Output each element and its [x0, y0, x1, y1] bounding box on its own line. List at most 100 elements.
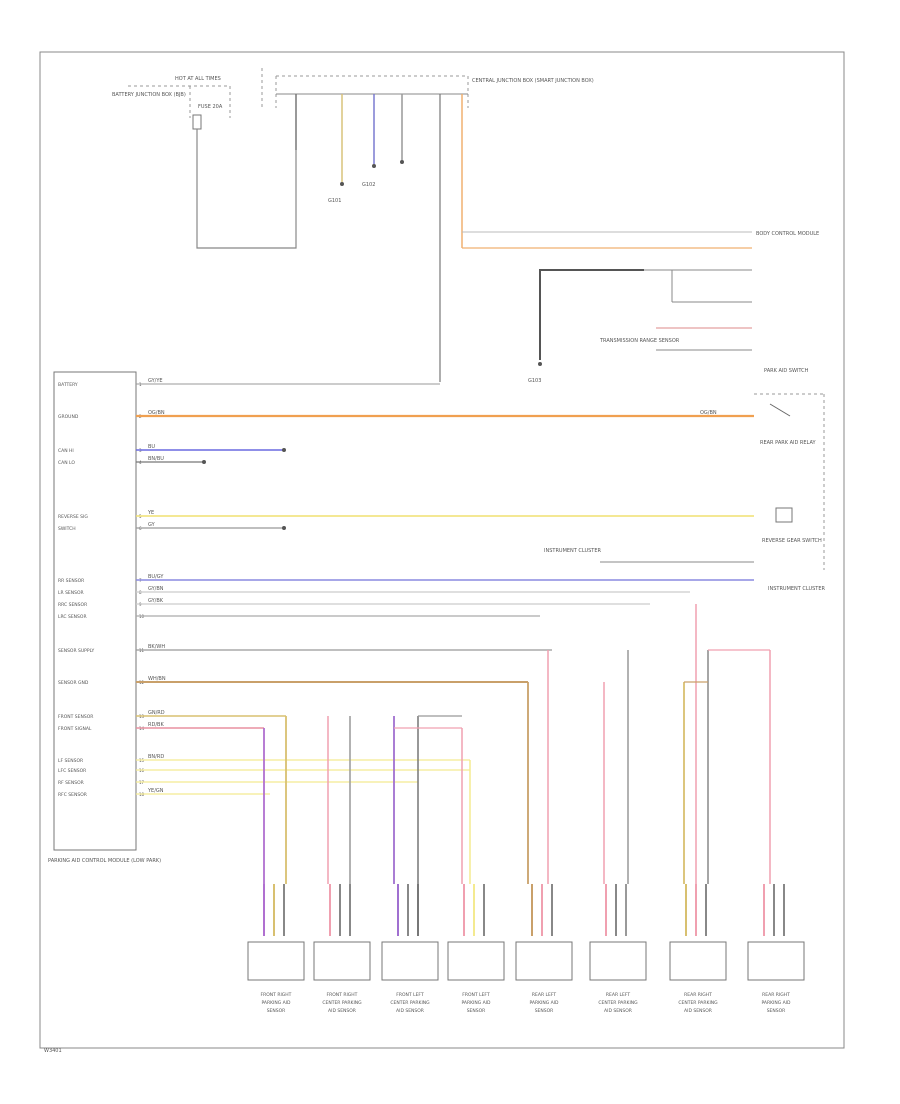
sensor-label: SENSOR — [267, 1008, 286, 1014]
central-junction-box: CENTRAL JUNCTION BOX (SMART JUNCTION BOX… — [261, 68, 594, 108]
ground-center: G102 — [362, 182, 375, 188]
sensor-label: REAR LEFT — [606, 992, 630, 998]
ecu-pin-label: CAN HI — [58, 448, 74, 454]
bottom-code: W3401 — [44, 1048, 62, 1054]
ecu-pin-list: BATTERY1GROUND2CAN HI3CAN LO4REVERSE SIG… — [58, 382, 145, 798]
wire-label-8: GY/BN — [148, 586, 164, 592]
sensor-label: CENTER PARKING — [322, 1000, 362, 1006]
sensor-label: FRONT LEFT — [462, 992, 490, 998]
top-wires: G101 G102 — [295, 94, 463, 382]
parking-sensor: FRONT LEFT CENTER PARKING AID SENSOR — [381, 884, 439, 1014]
wire-label-15: YE/GN — [147, 788, 164, 794]
right-module: BODY CONTROL MODULE TRANSMISSION RANGE S… — [528, 231, 819, 384]
sensor-label: AID SENSOR — [684, 1008, 712, 1014]
sensor-box — [247, 941, 305, 981]
fuse-box-title: HOT AT ALL TIMES — [175, 76, 221, 82]
wire-label-2: OG/BN — [148, 410, 165, 416]
transmission-label: TRANSMISSION RANGE SENSOR — [599, 338, 680, 344]
sensor-label: AID SENSOR — [328, 1008, 356, 1014]
sensor-feed-wires — [263, 604, 771, 884]
ecu-pin-label: BATTERY — [58, 382, 78, 388]
wire-label-10: GN/RD — [148, 710, 165, 716]
ecu-pin-label: FRONT SENSOR — [58, 714, 93, 720]
parking-aid-module — [53, 371, 137, 851]
wire-label-13: WH/BN — [148, 676, 166, 682]
ecu-pin-label: LFC SENSOR — [58, 768, 86, 774]
sensor-label: PARKING AID — [529, 1000, 559, 1006]
sensor-box — [447, 941, 505, 981]
ground-mid: G103 — [528, 378, 541, 384]
ground-left: G101 — [328, 198, 341, 204]
central-junction-title: CENTRAL JUNCTION BOX (SMART JUNCTION BOX… — [472, 78, 594, 84]
sensor-label: REAR LEFT — [532, 992, 556, 998]
parking-sensor: REAR LEFT CENTER PARKING AID SENSOR — [589, 884, 647, 1014]
sensor-label: AID SENSOR — [604, 1008, 632, 1014]
ecu-pin-label: LRC SENSOR — [58, 614, 87, 620]
ecu-pin-label: RR SENSOR — [58, 578, 84, 584]
ecu-pin-label: SENSOR SUPPLY — [58, 648, 95, 654]
parking-sensor: FRONT LEFT PARKING AID SENSOR — [447, 884, 505, 1014]
fuse-label: FUSE 20A — [198, 104, 223, 110]
sensor-label: SENSOR — [767, 1008, 786, 1014]
ecu-pin-label: RFC SENSOR — [58, 792, 87, 798]
wire-label-14: BN/RD — [148, 754, 164, 760]
parking-sensor: FRONT RIGHT PARKING AID SENSOR — [247, 884, 305, 1014]
ecu-pin-label: RRC SENSOR — [58, 602, 87, 608]
sensor-box — [747, 941, 805, 981]
sensor-label: FRONT LEFT — [396, 992, 424, 998]
ecu-pin-label: CAN LO — [58, 460, 75, 466]
sensor-label: CENTER PARKING — [390, 1000, 430, 1006]
cluster-label: INSTRUMENT CLUSTER — [544, 548, 602, 554]
sensor-label: PARKING AID — [761, 1000, 791, 1006]
battery-label: BATTERY JUNCTION BOX (BJB) — [112, 92, 186, 98]
sensor-label: REAR RIGHT — [762, 992, 790, 998]
wire-label-11: BK/WH — [148, 644, 165, 650]
right-module-title: BODY CONTROL MODULE — [756, 231, 819, 237]
sensor-label: AID SENSOR — [396, 1008, 424, 1014]
sensor-label: REAR RIGHT — [684, 992, 712, 998]
wire-label-2b: OG/BN — [700, 410, 717, 416]
sensor-box — [589, 941, 647, 981]
wire-labels: GY/YE OG/BN OG/BN BU BN/BU YE GY BU/GY G… — [147, 378, 717, 794]
ecu-pin-label: FRONT SIGNAL — [58, 726, 92, 732]
wire-label-9: GY/BK — [148, 598, 164, 604]
sensor-label: SENSOR — [535, 1008, 554, 1014]
sensor-label: SENSOR — [467, 1008, 486, 1014]
ecu-pin-label: SENSOR GND — [58, 680, 89, 686]
gear-switch-title: REVERSE GEAR SWITCH — [762, 538, 822, 544]
ecu-pin-label: SWITCH — [58, 526, 76, 532]
wire-label-1: GY/YE — [148, 378, 163, 384]
sensor-box — [381, 941, 439, 981]
ecu-pin-label: LF SENSOR — [58, 758, 83, 764]
wire-label-3: BU — [148, 444, 155, 450]
parking-sensor: REAR RIGHT PARKING AID SENSOR — [747, 884, 805, 1014]
sensor-label: PARKING AID — [461, 1000, 491, 1006]
park-switch-title: PARK AID SWITCH — [764, 368, 809, 374]
fuse-box: HOT AT ALL TIMES BATTERY JUNCTION BOX (B… — [112, 76, 231, 130]
sensor-label: FRONT RIGHT — [261, 992, 292, 998]
wire-label-12: RD/BK — [148, 722, 164, 728]
parking-sensor: REAR LEFT PARKING AID SENSOR — [515, 884, 573, 1014]
ecu-pin-label: REVERSE SIG — [58, 514, 88, 520]
ecu-wires — [136, 383, 754, 795]
wire-label-5: YE — [147, 510, 154, 516]
wire-label-7: BU/GY — [148, 574, 164, 580]
sensor-box — [669, 941, 727, 981]
ecu-pin-label: GROUND — [58, 414, 79, 420]
right-switches: PARK AID SWITCH REAR PARK AID RELAY REVE… — [544, 368, 826, 592]
diagram-border — [39, 51, 845, 1049]
ecu-pin-label: RF SENSOR — [58, 780, 84, 786]
wire-label-6: GY — [148, 522, 156, 528]
sensor-box — [313, 941, 371, 981]
sensor-box — [515, 941, 573, 981]
sensor-label: CENTER PARKING — [598, 1000, 638, 1006]
sensor-label: CENTER PARKING — [678, 1000, 718, 1006]
cluster-title: INSTRUMENT CLUSTER — [768, 586, 826, 592]
wire-label-4: BN/BU — [148, 456, 164, 462]
parking-sensor: REAR RIGHT CENTER PARKING AID SENSOR — [669, 884, 727, 1014]
sensor-label: PARKING AID — [261, 1000, 291, 1006]
